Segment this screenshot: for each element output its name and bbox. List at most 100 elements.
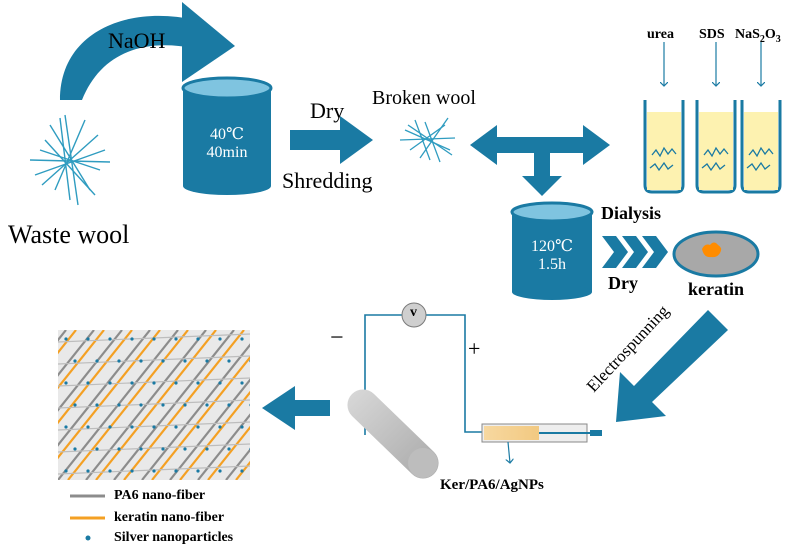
naoh-curved-arrow <box>60 2 235 100</box>
membrane-silver-particle <box>196 337 200 341</box>
membrane-silver-particle <box>218 337 222 341</box>
membrane-pa6-fiber <box>58 330 123 412</box>
naoh-label: NaOH <box>108 28 166 53</box>
membrane-silver-particle <box>139 447 143 451</box>
membrane-silver-particle <box>95 403 99 407</box>
product-label: Ker/PA6/AgNPs <box>440 477 544 493</box>
membrane-silver-particle <box>240 469 244 473</box>
membrane-silver-particle <box>73 403 77 407</box>
membrane-silver-particle <box>130 469 134 473</box>
membrane-silver-particle <box>227 447 231 451</box>
membrane-keratin-fiber <box>0 330 48 480</box>
membrane-keratin-fiber <box>58 330 105 390</box>
cylinder-1-temp: 40℃ <box>210 126 244 143</box>
membrane-pa6-fiber <box>0 330 10 480</box>
membrane-cross-fiber <box>58 443 250 453</box>
cylinder-2-temp: 120℃ <box>531 238 573 255</box>
membrane-silver-particle <box>205 403 209 407</box>
membrane-keratin-fiber <box>58 330 161 460</box>
membrane-silver-particle <box>139 403 143 407</box>
membrane-silver-particle <box>227 359 231 363</box>
membrane-silver-particle <box>152 469 156 473</box>
membrane-silver-particle <box>161 447 165 451</box>
membrane-silver-particle <box>240 425 244 429</box>
reactor-cylinder-2 <box>510 201 594 300</box>
keratin-label: keratin <box>688 279 744 299</box>
membrane-silver-particle <box>218 469 222 473</box>
waste-wool-label: Waste wool <box>8 220 130 249</box>
membrane-silver-particle <box>240 381 244 385</box>
membrane-silver-particle <box>196 425 200 429</box>
membrane-pa6-fiber <box>141 343 250 480</box>
double-branch-arrow <box>470 125 610 196</box>
membrane-silver-particle <box>86 381 90 385</box>
membrane-silver-particle <box>218 381 222 385</box>
membrane-silver-particle <box>174 425 178 429</box>
membrane-silver-particle <box>64 425 68 429</box>
membrane-silver-particle <box>174 381 178 385</box>
voltmeter-label: v <box>410 305 417 320</box>
legend-silver-label: Silver nanoparticles <box>114 530 234 545</box>
waste-wool-icon <box>29 114 111 206</box>
collector-rod <box>347 389 439 479</box>
minus-sign: − <box>330 325 344 351</box>
shredding-label: Shredding <box>282 168 373 193</box>
membrane-silver-particle <box>95 447 99 451</box>
na2s2o3-o: O <box>764 27 776 42</box>
na2s2o3-sub2: 3 <box>775 33 781 45</box>
membrane-silver-particle <box>73 447 77 451</box>
membrane-pa6-fiber <box>0 330 38 480</box>
membrane-pa6-fiber <box>85 330 207 480</box>
cylinder-1-time: 40min <box>206 144 248 162</box>
membrane-silver-particle <box>152 381 156 385</box>
membrane-silver-particle <box>108 381 112 385</box>
membrane-keratin-fiber <box>0 330 20 480</box>
membrane-silver-particle <box>95 359 99 363</box>
membrane-silver-particle <box>108 425 112 429</box>
dialysis-label: Dialysis <box>601 203 662 223</box>
membrane-silver-particle <box>174 469 178 473</box>
dry-label-1: Dry <box>310 98 345 123</box>
membrane-silver-particle <box>183 403 187 407</box>
membrane-pa6-fiber <box>58 330 67 342</box>
membrane-cross-fiber <box>58 355 250 365</box>
membrane-silver-particle <box>64 337 68 341</box>
membrane-silver-particle <box>139 359 143 363</box>
reactor-cylinder-1 <box>181 76 273 195</box>
cylinder-1-text: 40℃ 40min <box>190 126 264 163</box>
fiber-membrane-image <box>0 330 250 480</box>
plus-sign: + <box>468 336 481 361</box>
membrane-pa6-fiber <box>58 330 95 377</box>
legend-pa6-label: PA6 nano-fiber <box>114 488 206 503</box>
membrane-silver-particle <box>130 381 134 385</box>
membrane-pa6-fiber <box>225 448 250 480</box>
to-membrane-arrow <box>262 386 330 430</box>
membrane-silver-particle <box>240 337 244 341</box>
dry-chevron-arrows <box>602 236 668 268</box>
membrane-keratin-fiber <box>207 425 250 480</box>
membrane-silver-particle <box>152 425 156 429</box>
membrane-silver-particle <box>64 469 68 473</box>
membrane-silver-particle <box>249 447 250 451</box>
membrane-pa6-fiber <box>197 413 250 480</box>
membrane-silver-particle <box>117 403 121 407</box>
broken-wool-label: Broken wool <box>372 87 476 109</box>
membrane-silver-particle <box>108 469 112 473</box>
membrane-silver-particle <box>161 403 165 407</box>
membrane-silver-particle <box>183 359 187 363</box>
dry-label-2: Dry <box>608 273 638 293</box>
na2s2o3-sub1: 2 <box>759 33 765 45</box>
membrane-silver-particle <box>130 337 134 341</box>
membrane-silver-particle <box>86 425 90 429</box>
membrane-silver-particle <box>249 403 250 407</box>
membrane-silver-particle <box>86 469 90 473</box>
membrane-silver-particle <box>108 337 112 341</box>
membrane-keratin-fiber <box>58 330 133 425</box>
sds-label: SDS <box>699 27 725 42</box>
urea-label: urea <box>647 27 674 42</box>
syringe <box>481 423 602 463</box>
membrane-silver-particle <box>86 337 90 341</box>
legend-silver-swatch <box>85 535 91 541</box>
membrane-silver-particle <box>218 425 222 429</box>
